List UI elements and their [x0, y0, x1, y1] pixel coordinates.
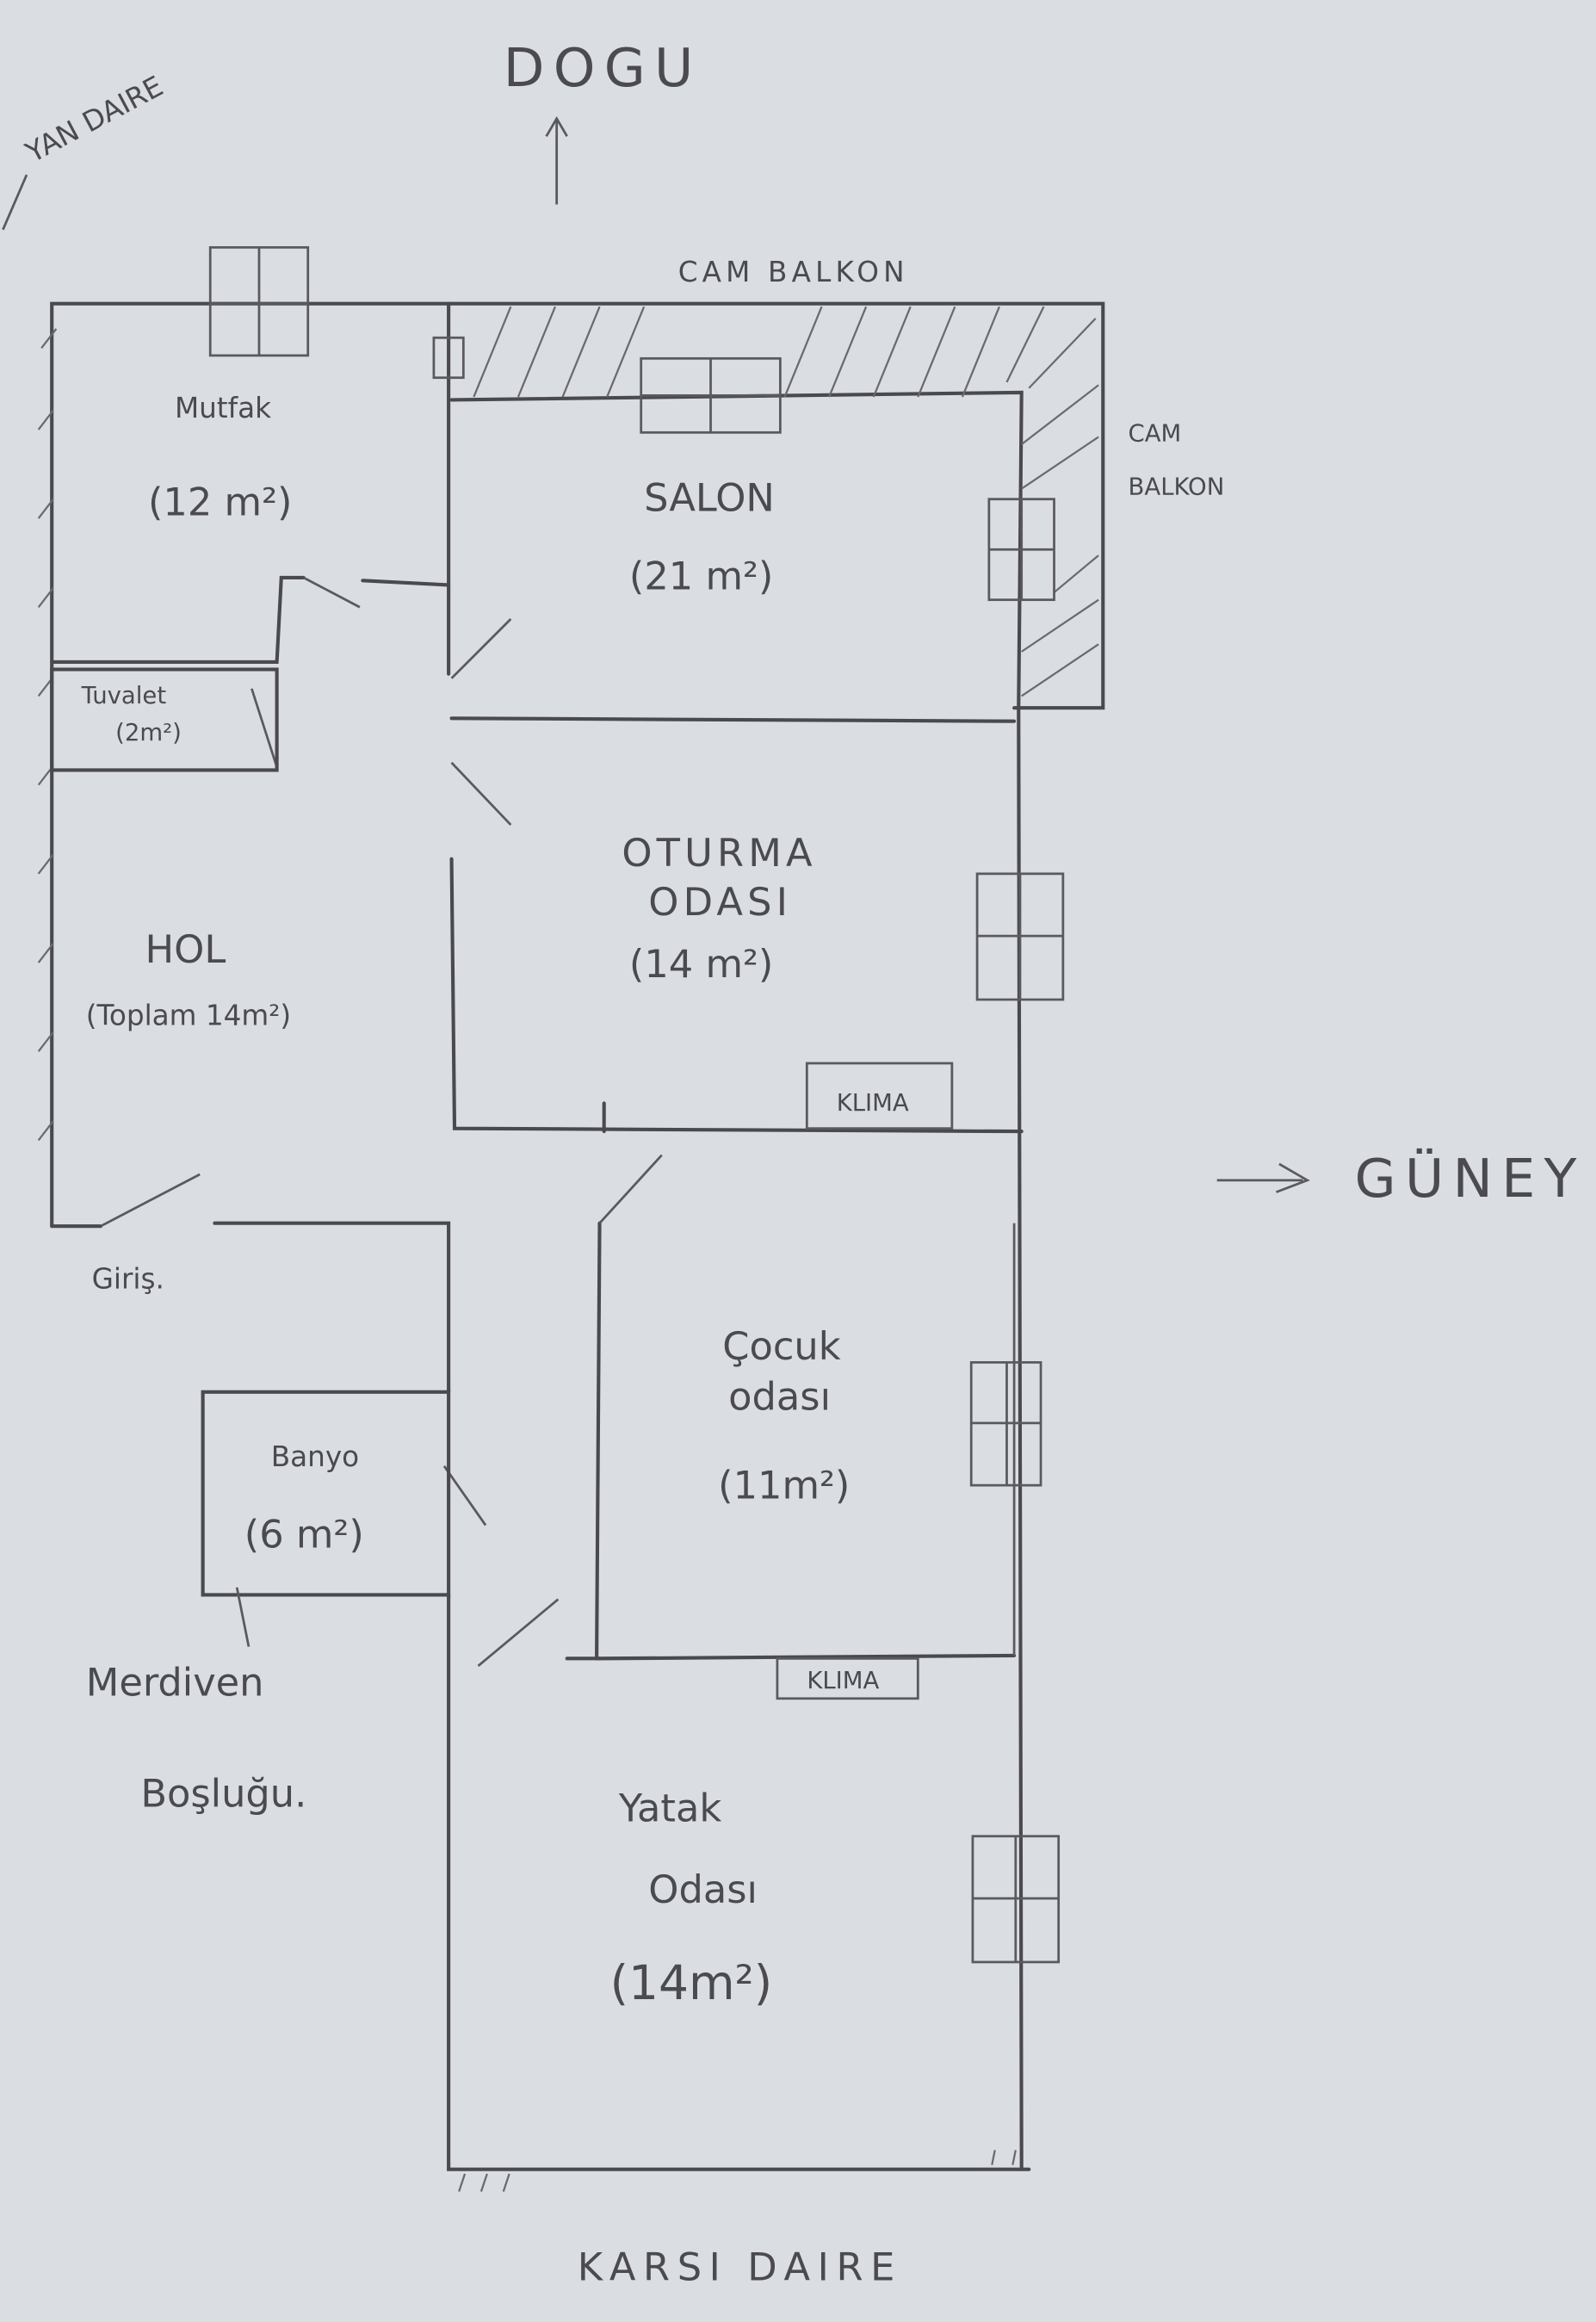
doors [100, 576, 663, 1668]
window-icon [208, 245, 310, 357]
bath-area: (6 m²) [244, 1511, 364, 1557]
bedroom-name-2: Odası [648, 1867, 758, 1912]
living-area: (14 m²) [629, 941, 773, 987]
neighbor-arrow-icon [2, 174, 28, 231]
balcony-hatch [449, 301, 1105, 710]
stairwell-label-1: Merdiven [86, 1659, 264, 1705]
toilet-area: (2m²) [115, 719, 182, 746]
toilet-name: Tuvalet [81, 682, 167, 709]
window-icon [987, 498, 1055, 602]
window-icon [969, 1361, 1042, 1487]
window-icon [640, 356, 782, 434]
south-arrow-icon [1216, 1162, 1310, 1193]
child-name-1: Çocuk [722, 1323, 840, 1369]
living-name-1: OTURMA [622, 830, 816, 876]
balcony-top-label: CAM BALKON [678, 256, 909, 288]
hall-name: HOL [145, 926, 226, 972]
child-area: (11m²) [718, 1463, 850, 1508]
salon-name: SALON [644, 474, 775, 520]
entrance-label: Giriş. [92, 1262, 164, 1295]
stairwell-label-2: Boşluğu. [140, 1770, 306, 1816]
kitchen-area: (12 m²) [148, 480, 292, 525]
salon-area: (21 m²) [629, 554, 773, 599]
ac-unit [805, 1062, 954, 1130]
neighbor-side-label: YAN DAIRE [20, 70, 169, 170]
bath-name: Banyo [271, 1440, 359, 1473]
north-label: DOGU [504, 37, 702, 99]
neighbor-opposite-label: KARSI DAIRE [578, 2245, 902, 2290]
child-name-2: odası [728, 1373, 831, 1419]
living-name-2: ODASI [648, 879, 792, 925]
ac-unit [776, 1656, 919, 1700]
balcony-side-label-1: CAM [1129, 420, 1182, 448]
outer-wall-hatch [37, 328, 1017, 2192]
window-icon [971, 1835, 1061, 1964]
bath-room [201, 1390, 451, 1597]
ac-label: KLIMA [807, 1667, 879, 1694]
stairwell-pointer [235, 1587, 251, 1647]
south-label: GÜNEY [1355, 1148, 1586, 1210]
ac-label: KLIMA [837, 1089, 909, 1117]
north-arrow-icon [545, 115, 568, 205]
bedroom-name-1: Yatak [618, 1786, 721, 1831]
window-icon [975, 872, 1065, 1001]
toilet-room [50, 667, 279, 772]
bedroom-area: (14m²) [610, 1955, 773, 2010]
walls [50, 301, 1031, 2171]
hall-area: (Toplam 14m²) [86, 999, 291, 1031]
kitchen-name: Mutfak [175, 392, 271, 424]
balcony-side-label-2: BALKON [1129, 474, 1225, 501]
